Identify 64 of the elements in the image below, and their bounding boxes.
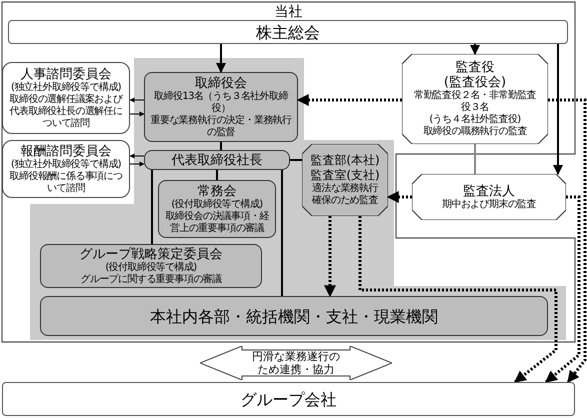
dotted-arrow [545,196,580,384]
box-heading: グループ会社 [240,392,336,406]
box-description: (独立社外取締役等で構成) [10,158,121,170]
auditor-box [402,54,548,144]
box-description: 重要な業務執行の決定・業務執行の監督 [149,114,293,138]
box-heading: 常務会 [198,184,236,198]
arrow [130,112,144,116]
box-heading: 本社内各部・統括機関・支社・現業機関 [150,308,438,324]
departments-box [40,296,548,336]
box-description: 取締役の選解任議案および代表取締役社長の選解任について諮問 [8,94,124,130]
box-heading: 株主総会 [256,24,320,40]
board-box [144,72,298,142]
connector-line [220,142,222,150]
connector-line [151,170,153,244]
connector-line [474,144,476,174]
box-heading: 人事諮問委員会 [20,66,112,82]
box-heading: グループ戦略策定委員会 [80,246,222,262]
box-heading: 監査室(支社) [310,168,380,182]
box-description: 常勤監査役２名・非常勤監査役３名 [412,90,538,114]
connector-line [290,159,302,161]
committee-box [2,140,130,198]
arrow [130,98,144,102]
box-description: (役付取締役等で構成) [171,198,263,210]
dotted-arrow [324,216,336,298]
box-description: 期中および期末の監査 [442,198,536,210]
arrow [130,162,144,166]
cooperation-label: 円滑な業務遂行のため連携・協力 [251,350,341,376]
box-description: 取締役13名（うち３名社外取締役） [153,90,289,114]
president-box [144,150,290,170]
audit-department-box [302,144,388,216]
box-description: グループに関する重要事項の審議 [80,274,222,286]
dotted-arrow [548,98,586,383]
committee-box [40,244,262,288]
arrow [216,44,226,73]
company-label: 当社 [274,4,302,20]
arrow [470,44,480,55]
box-heading: 取締役会 [195,76,247,90]
box-description: (役付取締役等で構成) [105,262,197,274]
box-heading: 報酬諮問委員会 [20,144,112,158]
box-description: (うち４名社外監査役) [429,114,521,126]
connector-line [281,170,283,296]
audit-firm-box [412,174,566,220]
box-heading: 監査部(本社) [310,153,380,168]
arrow [130,154,144,158]
box-description: 取締役の職務執行の監査 [423,126,527,138]
dotted-arrow [386,191,412,203]
double-arrow-shape [200,346,392,380]
box-heading: (監査役会) [444,75,506,90]
committee-box [2,62,130,134]
committee-box [158,180,276,238]
arrow [553,44,563,175]
connector-line [216,170,218,180]
box-description: (独立社外取締役等で構成) [10,82,121,94]
box-heading: 監査法人 [463,184,515,198]
box-description: 取締役会の決議事項・経営上の重要事項の審議 [164,210,270,234]
dotted-arrow [296,94,402,106]
box-description: 取締役報酬に係る事項について諮問 [8,170,124,194]
group-companies-box [2,382,575,416]
dotted-arrow [358,216,558,384]
box-description: 適法な業務執行確保のため監査 [311,183,380,207]
company-frame [2,2,575,342]
meeting-box [8,20,568,44]
box-heading: 代表取締役社長 [172,152,262,168]
box-heading: 監査役 [456,60,494,75]
